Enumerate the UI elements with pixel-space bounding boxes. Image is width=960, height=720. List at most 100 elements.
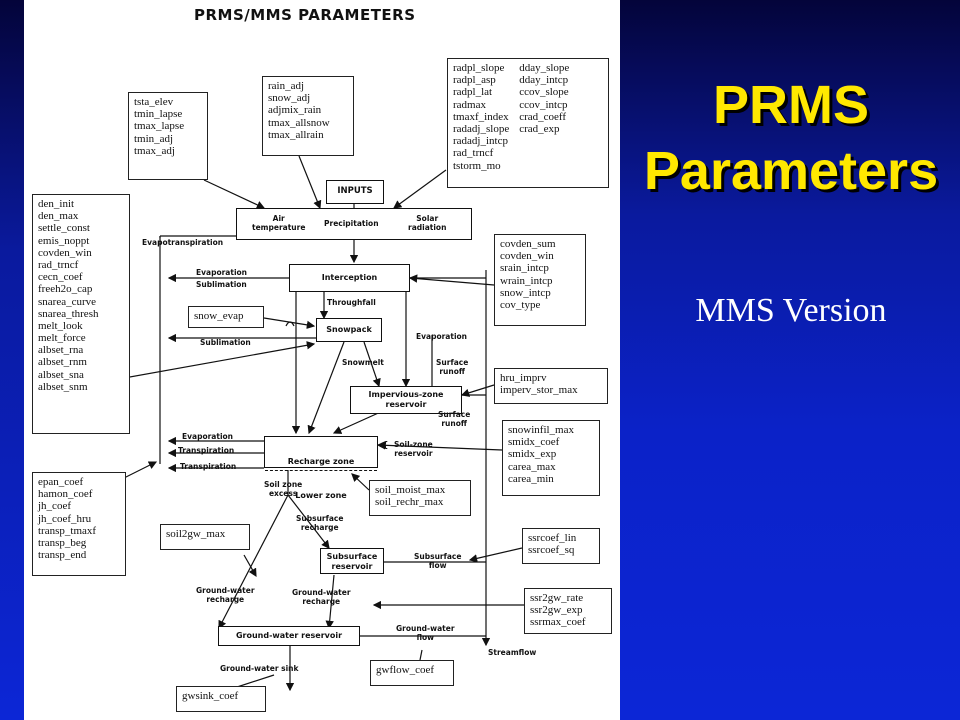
param-name: adjmix_rain: [268, 104, 322, 117]
param-name: tmin_adj: [134, 132, 174, 145]
param-name: tmax_allrain: [268, 128, 324, 141]
param-name: radpl_lat: [453, 86, 493, 99]
param-name: cecn_coef: [38, 271, 83, 284]
param-column: radpl_slope radpl_asp radpl_lat radmax t…: [453, 62, 509, 184]
param-name: tmax_adj: [134, 144, 175, 157]
ground-water-recharge-label: Ground-water recharge: [292, 588, 351, 606]
interception-params-box: covden_sum covden_win srain_intcp wrain_…: [494, 234, 586, 326]
snowpack-params-box: den_init den_max settle_const emis_noppt…: [32, 194, 130, 434]
param-name: dday_slope: [519, 62, 570, 74]
inputs-box: INPUTS: [326, 180, 384, 204]
gwflow-param-box: gwflow_coef: [370, 660, 454, 686]
param-name: imperv_stor_max: [500, 384, 578, 397]
throughfall-label: Throughfall: [327, 298, 376, 307]
param-name: rad_trncf: [453, 147, 494, 160]
param-name: cov_type: [500, 298, 541, 311]
precipitation-label: Precipitation: [324, 219, 379, 228]
param-name: snow_adj: [268, 92, 311, 105]
snowmelt-label: Snowmelt: [342, 358, 384, 367]
param-name: crad_coeff: [519, 110, 567, 123]
impervious-params-box: hru_imprv imperv_stor_max: [494, 368, 608, 404]
param-name: snarea_curve: [38, 295, 97, 308]
lower-zone-label: Lower zone: [295, 491, 347, 500]
soil-runoff-params-box: snowinfil_max smidx_coef smidx_exp carea…: [502, 420, 600, 496]
evaporation-label: Evaporation: [182, 432, 234, 441]
evaporation-label: Evaporation: [416, 332, 468, 341]
soil-zone-box: Recharge zone Lower zone: [264, 436, 378, 500]
inputs-bar: [236, 208, 472, 240]
sublimation-label: Sublimation: [200, 338, 251, 347]
param-name: albset_rnm: [38, 356, 87, 369]
evapotranspiration-label: Evapotranspiration: [142, 238, 224, 247]
param-name: tmaxf_index: [453, 110, 509, 123]
param-name: albset_rna: [38, 344, 84, 357]
soil-zone-reservoir-label: Soil-zone reservoir: [394, 440, 433, 458]
param-name: snow_evap: [194, 310, 244, 322]
param-name: rain_adj: [268, 80, 305, 92]
subsurface-params-box: ssrcoef_lin ssrcoef_sq: [522, 528, 600, 564]
temperature-params-box: tsta_elev tmin_lapse tmax_lapse tmin_adj…: [128, 92, 208, 180]
param-name: gwflow_coef: [376, 664, 435, 676]
flow-connectors: [123, 155, 524, 692]
ground-water-recharge-label: Ground-water recharge: [196, 586, 255, 604]
param-name: emis_noppt: [38, 234, 90, 247]
param-name: ssr2gw_rate: [530, 592, 584, 604]
air-temperature-label: Air temperature: [252, 214, 306, 232]
impervious-zone-reservoir-box: Impervious-zone reservoir: [350, 386, 462, 414]
param-name: radpl_slope: [453, 62, 505, 74]
param-name: wrain_intcp: [500, 274, 553, 287]
param-name: settle_const: [38, 222, 90, 235]
param-name: hamon_coef: [38, 488, 93, 501]
param-name: ssrcoef_sq: [528, 544, 575, 557]
param-name: soil_rechr_max: [375, 496, 444, 509]
param-name: tmax_lapse: [134, 120, 185, 133]
soil-moisture-params-box: soil_moist_max soil_rechr_max: [369, 480, 471, 516]
param-name: albset_sna: [38, 368, 84, 381]
param-name: tmin_lapse: [134, 108, 183, 121]
solar-radiation-label: Solar radiation: [408, 214, 447, 232]
param-name: melt_look: [38, 319, 83, 332]
sublimation-label: Sublimation: [196, 280, 247, 289]
precipitation-params-box: rain_adj snow_adj adjmix_rain tmax_allsn…: [262, 76, 354, 156]
ssr2gw-params-box: ssr2gw_rate ssr2gw_exp ssrmax_coef: [524, 588, 612, 634]
param-name: radpl_asp: [453, 74, 496, 87]
param-name: tmax_allsnow: [268, 116, 330, 129]
param-name: jh_coef: [38, 500, 71, 513]
param-name: ssrcoef_lin: [528, 532, 577, 544]
ground-water-reservoir-box: Ground-water reservoir: [218, 626, 360, 646]
param-name: albset_snm: [38, 380, 88, 393]
param-name: ssrmax_coef: [530, 616, 586, 629]
param-name: snowinfil_max: [508, 424, 574, 436]
param-name: srain_intcp: [500, 262, 549, 275]
param-name: carea_max: [508, 460, 556, 473]
slide-subtitle: MMS Version: [695, 292, 887, 329]
param-name: crad_exp: [519, 122, 560, 135]
slide-title-line: PRMS: [712, 75, 869, 135]
param-name: hru_imprv: [500, 372, 547, 384]
surface-runoff-label: Surface runoff: [438, 410, 471, 428]
param-name: transp_end: [38, 549, 87, 562]
ground-water-sink-label: Ground-water sink: [220, 664, 299, 673]
param-column: dday_slope dday_intcp ccov_slope ccov_in…: [519, 62, 569, 184]
subsurface-recharge-label: Subsurface recharge: [296, 514, 344, 532]
param-name: snarea_thresh: [38, 307, 99, 320]
param-name: dday_intcp: [519, 74, 569, 87]
parameter-diagram-page: PRMS/MMS PARAMETERS: [24, 0, 620, 720]
param-name: radmax: [453, 98, 486, 111]
param-name: carea_min: [508, 472, 554, 485]
param-name: tstorm_mo: [453, 159, 501, 172]
soil-zone-excess-label: Soil zone excess: [264, 480, 303, 498]
subsurface-flow-label: Subsurface flow: [414, 552, 462, 570]
streamflow-label: Streamflow: [488, 648, 537, 657]
param-name: soil2gw_max: [166, 528, 226, 540]
param-name: epan_coef: [38, 476, 84, 488]
interception-box: Interception: [289, 264, 410, 292]
param-name: snow_intcp: [500, 286, 551, 299]
slide-title: PRMS Parameters: [626, 72, 956, 204]
transpiration-label: Transpiration: [178, 446, 235, 455]
param-name: tsta_elev: [134, 96, 174, 108]
evaporation-label: Evaporation: [196, 268, 248, 277]
slide-title-line: Parameters: [643, 141, 939, 201]
param-name: melt_force: [38, 332, 86, 345]
param-name: ccov_intcp: [519, 98, 568, 111]
